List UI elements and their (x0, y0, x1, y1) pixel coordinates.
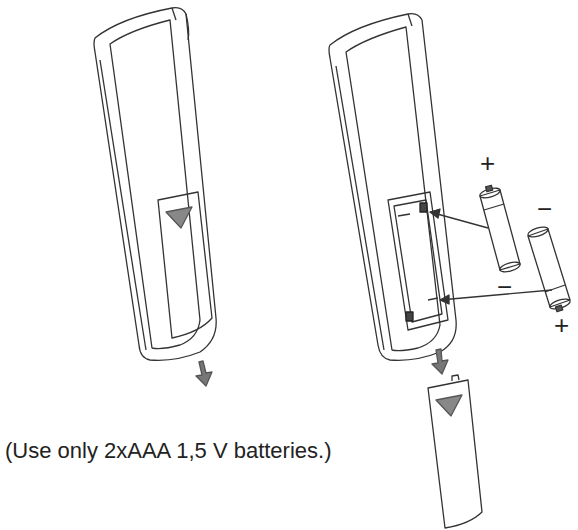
battery-aaa (527, 225, 571, 312)
polarity-sign: − (497, 274, 512, 300)
polarity-sign: + (480, 150, 495, 176)
polarity-sign: − (537, 196, 552, 222)
polarity-sign: + (554, 312, 569, 338)
remote-closed (94, 8, 216, 386)
battery-aaa (479, 185, 521, 273)
remote-open (329, 14, 552, 528)
battery-note: (Use only 2xAAA 1,5 V batteries.) (5, 440, 332, 462)
